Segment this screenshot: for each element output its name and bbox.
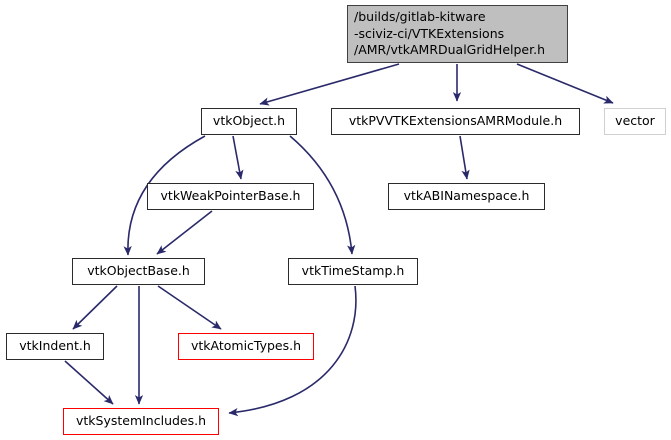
edge-vtkpvmodule-to-vtkabinamespace — [459, 135, 470, 180]
node-vtkamrdualgridhelper-h-label: -sciviz-ci/VTKExtensions — [354, 25, 505, 41]
node-vtkindent-h-label: vtkIndent.h — [19, 338, 91, 354]
node-vtkabinamespace-h-label: vtkABINamespace.h — [403, 188, 530, 204]
node-vtkobject-h-label: vtkObject.h — [212, 113, 286, 129]
node-vtkabinamespace-h[interactable]: vtkABINamespace.h — [388, 183, 545, 210]
node-vtktimestamp-h-label: vtkTimeStamp.h — [301, 263, 405, 279]
node-vtkweakpointerbase-h[interactable]: vtkWeakPointerBase.h — [147, 183, 314, 210]
node-vtkweakpointerbase-h-label: vtkWeakPointerBase.h — [160, 188, 301, 204]
node-vector[interactable]: vector — [604, 108, 666, 135]
node-vtkpvvtkextensionsamrmodule-h-label: vtkPVVTKExtensionsAMRModule.h — [348, 113, 563, 129]
edge-vtkobjectbase-to-vtkatomictypes — [157, 285, 222, 330]
node-vtkamrdualgridhelper-h[interactable]: /builds/gitlab-kitware-sciviz-ci/VTKExte… — [347, 5, 568, 63]
node-vtkamrdualgridhelper-h-label: /builds/gitlab-kitware — [354, 9, 486, 25]
node-vtksystemincludes-h[interactable]: vtkSystemIncludes.h — [63, 408, 219, 435]
node-vtkobject-h[interactable]: vtkObject.h — [201, 108, 297, 135]
node-vtkobjectbase-h-label: vtkObjectBase.h — [87, 263, 190, 279]
node-vtkobjectbase-h[interactable]: vtkObjectBase.h — [72, 258, 205, 285]
edge-root-to-vtkobject — [259, 63, 400, 106]
node-vtkindent-h[interactable]: vtkIndent.h — [6, 333, 104, 360]
node-vtkpvvtkextensionsamrmodule-h[interactable]: vtkPVVTKExtensionsAMRModule.h — [331, 108, 580, 135]
edge-vtkindent-to-vtksystemincludes — [64, 360, 114, 405]
edge-vtkweakpointerbase-to-vtkobjectbase — [156, 210, 213, 255]
node-vtkatomictypes-h-label: vtkAtomicTypes.h — [190, 338, 302, 354]
node-vtkatomictypes-h[interactable]: vtkAtomicTypes.h — [178, 333, 314, 360]
node-vector-label: vector — [615, 113, 655, 129]
node-vtktimestamp-h[interactable]: vtkTimeStamp.h — [288, 258, 418, 285]
edge-vtkobject-to-vtkweakpointerbase — [232, 135, 244, 180]
edge-vtkobjectbase-to-vtkindent — [72, 285, 118, 330]
node-vtkamrdualgridhelper-h-label: /AMR/vtkAMRDualGridHelper.h — [354, 42, 545, 58]
node-vtksystemincludes-h-label: vtkSystemIncludes.h — [75, 413, 207, 429]
edge-root-to-vector — [516, 63, 614, 104]
